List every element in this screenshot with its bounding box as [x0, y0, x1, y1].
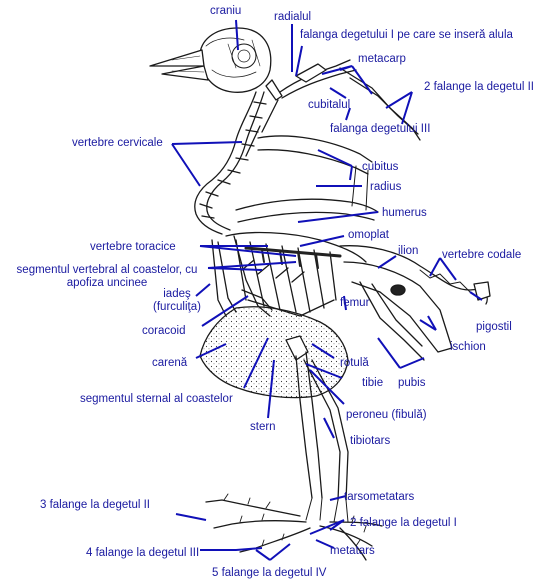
label-patella: rotulă: [340, 357, 369, 369]
legs: [285, 335, 349, 523]
label-alula-phalanx: falanga degetului I pe care se inseră al…: [300, 29, 514, 41]
label-fibula: peroneu (fibulă): [346, 409, 427, 421]
label-coracoid: coracoid: [142, 325, 185, 337]
skeleton-drawing: [149, 27, 491, 561]
label-metatarsus: metatars: [330, 545, 375, 557]
label-humerus: humerus: [382, 207, 427, 219]
feet: [205, 493, 383, 561]
label-pubis: pubis: [398, 377, 426, 389]
label-phalanges5-digit4: 5 falange la degetul IV: [212, 567, 327, 579]
label-ischion: ischion: [450, 341, 486, 353]
label-tibia: tibie: [362, 377, 383, 389]
label-vertebral-rib-segment: segmentul vertebral al coastelor, cu apo…: [16, 264, 198, 289]
label-furcula: iadeş (furculiţa): [153, 288, 201, 313]
wing: [235, 59, 421, 223]
label-cervical-vertebrae: vertebre cervicale: [72, 137, 163, 149]
label-tarsometatarsus: tarsometatars: [344, 491, 415, 503]
label-omoplat: omoplat: [348, 229, 390, 241]
label-keel: carenă: [152, 357, 188, 369]
label-phalanx-digit3: falanga degetului III: [330, 123, 430, 135]
label-cubitalis: cubitalul: [308, 99, 350, 111]
label-cubitus: cubitus: [362, 161, 399, 173]
pelvis-tail: [339, 245, 491, 361]
label-caudal-vertebrae: vertebre codale: [442, 249, 521, 261]
label-ilion: ilion: [398, 245, 418, 257]
skull: [149, 27, 272, 93]
label-sternum: stern: [250, 421, 276, 433]
leader-lines: [171, 19, 483, 561]
label-phalanges4-digit3: 4 falange la degetul III: [86, 547, 199, 559]
label-thoracic-vertebrae: vertebre toracice: [90, 241, 176, 253]
label-metacarp: metacarp: [358, 53, 406, 65]
label-radius: radius: [370, 181, 402, 193]
labels: craniu radialul falanga degetului I pe c…: [40, 5, 534, 579]
label-sternal-rib-segment: segmentul sternal al coastelor: [80, 393, 233, 405]
label-phalanges-digit2: 2 falange la degetul II: [424, 81, 534, 93]
cervical-vertebrae: [194, 91, 267, 235]
label-radialis: radialul: [274, 11, 311, 23]
label-cranium: craniu: [210, 5, 241, 17]
label-phalanges3-digit2: 3 falange la degetul II: [40, 499, 150, 511]
label-femur: femur: [340, 297, 370, 309]
label-tibiotarsus: tibiotars: [350, 435, 391, 447]
label-phalanges2-digit1: 2 falange la degetul I: [350, 517, 457, 529]
label-pygostyle: pigostil: [476, 321, 512, 333]
